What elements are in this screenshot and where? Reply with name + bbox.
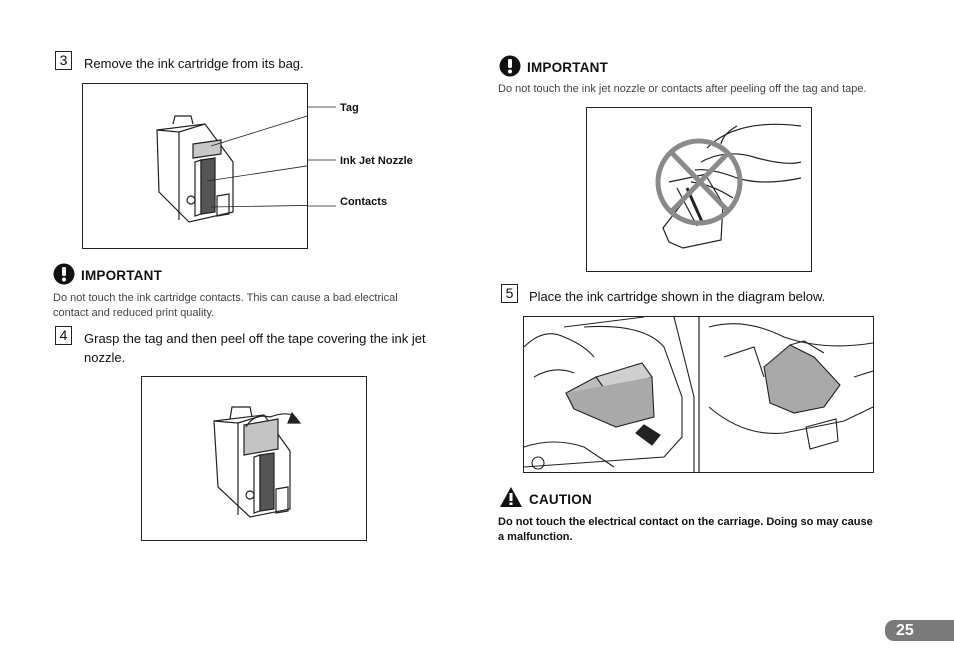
peel-tape-diagram <box>213 406 302 518</box>
step-5-text: Place the ink cartridge shown in the dia… <box>529 289 826 304</box>
callout-contacts: Contacts <box>340 196 388 208</box>
do-not-touch-diagram-frame <box>586 107 812 272</box>
place-cartridge-diagram-frame <box>523 316 874 473</box>
do-not-touch-diagram <box>655 123 802 249</box>
step-3-text: Remove the ink cartridge from its bag. <box>84 56 304 71</box>
important-title-left: IMPORTANT <box>81 268 163 283</box>
callout-tag: Tag <box>340 102 359 114</box>
important-body-right: Do not touch the ink jet nozzle or conta… <box>498 83 867 95</box>
important-body-line1-left: Do not touch the ink cartridge contacts.… <box>53 292 398 304</box>
step-number-4: 4 <box>55 326 72 345</box>
page-number-badge: 25 <box>885 620 954 641</box>
callout-lead-lines <box>308 106 336 207</box>
step-number-3: 3 <box>55 51 72 70</box>
step-number-5: 5 <box>501 284 518 303</box>
peel-tape-diagram-frame <box>141 376 367 541</box>
caution-title: CAUTION <box>529 492 592 507</box>
step-4-text-line2: nozzle. <box>84 350 126 365</box>
important-icon <box>53 263 75 285</box>
step-4-text-line1: Grasp the tag and then peel off the tape… <box>84 331 426 346</box>
callout-ink-jet-nozzle: Ink Jet Nozzle <box>340 155 413 167</box>
important-body-line2-left: contact and reduced print quality. <box>53 307 215 319</box>
caution-body-line2: a malfunction. <box>498 531 573 543</box>
cartridge-diagram <box>156 107 334 223</box>
place-cartridge-diagram <box>523 316 874 472</box>
important-icon <box>499 55 521 77</box>
important-title-right: IMPORTANT <box>527 60 609 75</box>
cartridge-diagram-frame <box>82 83 334 249</box>
caution-icon <box>500 487 522 507</box>
caution-body-line1: Do not touch the electrical contact on t… <box>498 516 873 528</box>
